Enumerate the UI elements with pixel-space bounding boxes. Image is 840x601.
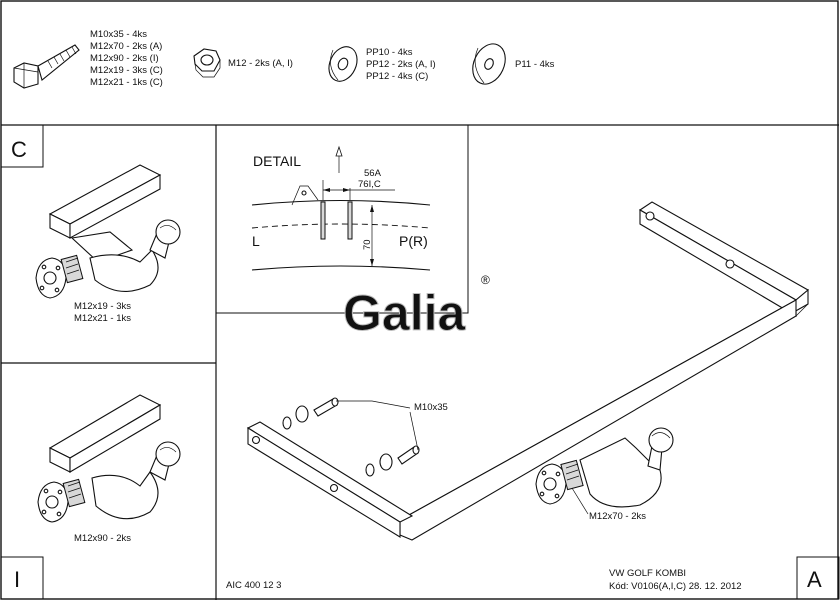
detail-right-label: P(R) — [399, 233, 428, 249]
panel-c-line-1: M12x19 - 3ks — [74, 301, 131, 312]
bolt-line-4: M12x19 - 3ks (C) — [90, 65, 163, 76]
towball — [535, 427, 674, 508]
detail-dim-70: 70 — [362, 239, 373, 250]
parts-list: M10x35 - 4ks M12x70 - 2ks (A) M12x90 - 2… — [13, 29, 555, 89]
product-code: AIC 400 12 3 — [226, 580, 281, 591]
detail-stud-left — [320, 201, 326, 240]
main-assembly: M10x35 M12x70 - 2ks — [246, 201, 809, 541]
detail-dim-76ic: 76I,C — [358, 179, 381, 190]
large-washer-label: P11 - 4ks — [515, 59, 555, 70]
large-washer-icon — [472, 43, 506, 85]
panel-i: I M12x90 - 2ks — [14, 394, 181, 592]
galia-logo: Galia ® — [343, 273, 491, 342]
main-letter: A — [807, 567, 822, 592]
vehicle-name: VW GOLF KOMBI — [609, 568, 686, 579]
panel-c-line-2: M12x21 - 1ks — [74, 313, 131, 324]
code-line: Kód: V0106(A,I,C) 28. 12. 2012 — [609, 581, 742, 592]
panel-c: C M12x19 - 3ks M12x21 - 1ks — [11, 137, 181, 324]
washer-line-1: PP10 - 4ks — [366, 47, 413, 58]
detail-left-label: L — [252, 233, 260, 249]
bolt-line-2: M12x70 - 2ks (A) — [90, 41, 162, 52]
nut-label: M12 - 2ks (A, I) — [228, 58, 293, 69]
washer-icon — [328, 46, 358, 82]
detail-stud-right — [347, 201, 353, 240]
detail-dim-56a: 56A — [364, 168, 382, 179]
main-towball-label: M12x70 - 2ks — [589, 511, 646, 522]
bolt-line-1: M10x35 - 4ks — [90, 29, 147, 40]
bolt-icon — [13, 44, 80, 89]
washer-line-3: PP12 - 4ks (C) — [366, 71, 428, 82]
logo-mark: ® — [481, 273, 490, 287]
detail-panel: DETAIL 56A 76I,C 70 L P(R) — [251, 145, 431, 271]
towbar-sketch-c — [35, 164, 181, 299]
bolt-line-3: M12x90 - 2ks (I) — [90, 53, 159, 64]
nut-icon — [193, 48, 221, 78]
panel-i-label: M12x90 - 2ks — [74, 533, 131, 544]
towbar-sketch-i — [37, 394, 181, 523]
bolt-set-upper — [282, 397, 339, 430]
detail-title: DETAIL — [253, 153, 301, 169]
main-bolt-label: M10x35 — [414, 402, 448, 413]
logo-text: Galia — [343, 285, 466, 341]
panel-i-letter: I — [14, 567, 20, 592]
bolt-line-5: M12x21 - 1ks (C) — [90, 77, 163, 88]
washer-line-2: PP12 - 2ks (A, I) — [366, 59, 436, 70]
bolt-set-lower — [365, 445, 420, 477]
panel-c-letter: C — [11, 137, 27, 162]
